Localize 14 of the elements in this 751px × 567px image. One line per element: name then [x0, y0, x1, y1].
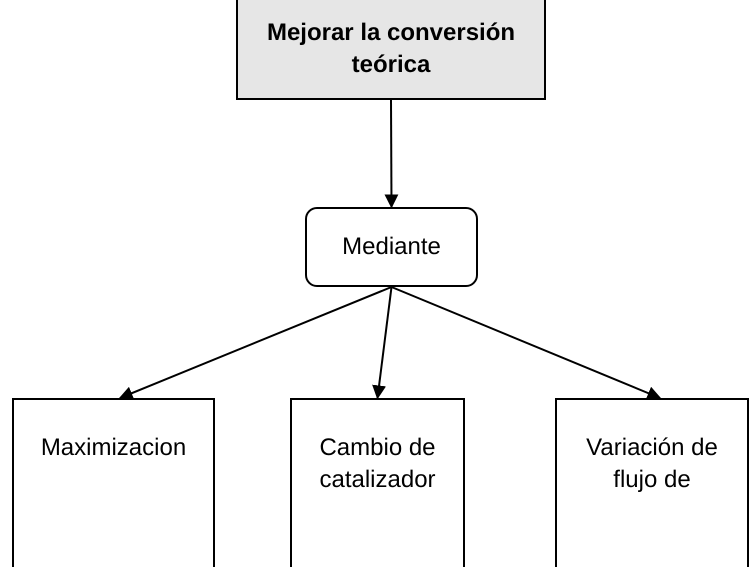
arrow — [391, 286, 662, 400]
node-text: Mediante — [341, 232, 442, 262]
arrow — [118, 286, 392, 400]
title-box — [236, 0, 546, 100]
process-box — [12, 398, 215, 567]
node-text: Variación de flujo de — [585, 433, 719, 496]
arrow — [372, 286, 392, 400]
process-box — [305, 207, 478, 287]
node-text: Mejorar la conversión teórica — [266, 18, 516, 80]
arrow — [384, 100, 398, 208]
node-text: Cambio de catalizador — [318, 433, 437, 496]
process-box — [290, 398, 465, 567]
node-text: Maximizacion — [40, 433, 188, 463]
process-box — [555, 398, 749, 567]
